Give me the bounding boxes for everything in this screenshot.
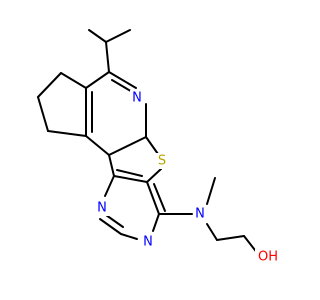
- molecule-structure-canvas: N S N N N OH: [37, 29, 281, 265]
- bond: [152, 213, 160, 232]
- amino-ethanol-chain: [158, 177, 259, 255]
- bond: [146, 181, 160, 215]
- bond: [108, 154, 115, 177]
- bond: [37, 96, 49, 132]
- pyrimidine-ring: [99, 175, 166, 240]
- bond: [145, 136, 159, 155]
- atom-labels: N S N N N OH: [95, 90, 281, 265]
- bond: [108, 71, 137, 89]
- bond: [153, 183, 166, 212]
- bond: [105, 29, 131, 43]
- bond: [206, 177, 216, 205]
- nitrogen-atom-label: N: [97, 201, 107, 216]
- cyclopentane-ring: [37, 72, 93, 137]
- nitrogen-atom-label: N: [132, 91, 142, 106]
- bond: [60, 72, 87, 89]
- pyridine-ring: [85, 71, 147, 156]
- nitrogen-atom-label: N: [143, 235, 153, 250]
- bond: [104, 175, 115, 197]
- bond: [116, 169, 143, 177]
- nitrogen-atom-label: N: [195, 207, 205, 222]
- bond: [113, 175, 148, 183]
- bond: [146, 168, 162, 183]
- bond: [85, 71, 110, 89]
- sulfur-atom-label: S: [158, 154, 166, 169]
- bond: [99, 218, 122, 235]
- bond: [105, 41, 110, 73]
- isopropyl-group: [88, 29, 131, 73]
- bond: [206, 223, 218, 241]
- bond: [88, 29, 107, 43]
- bond: [85, 135, 110, 156]
- bond: [105, 214, 124, 228]
- bond: [47, 130, 87, 137]
- thiophene-ring: [108, 136, 162, 183]
- bond: [120, 233, 138, 240]
- bond: [108, 136, 147, 156]
- hydroxyl-label: OH: [258, 250, 278, 265]
- bond: [216, 235, 245, 241]
- bond: [37, 72, 62, 98]
